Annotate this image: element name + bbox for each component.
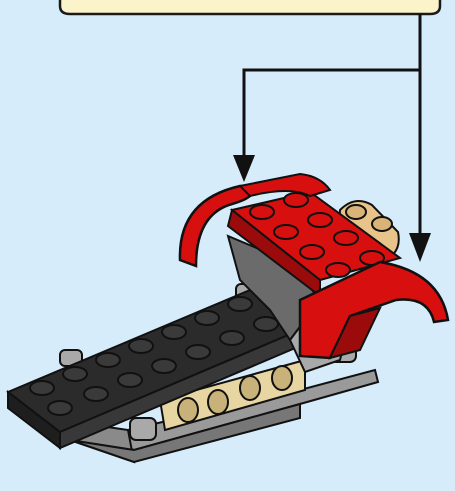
arrow-to-right-fender bbox=[409, 70, 431, 262]
callout-box bbox=[60, 0, 440, 14]
arrow-to-left-fender bbox=[233, 14, 420, 182]
